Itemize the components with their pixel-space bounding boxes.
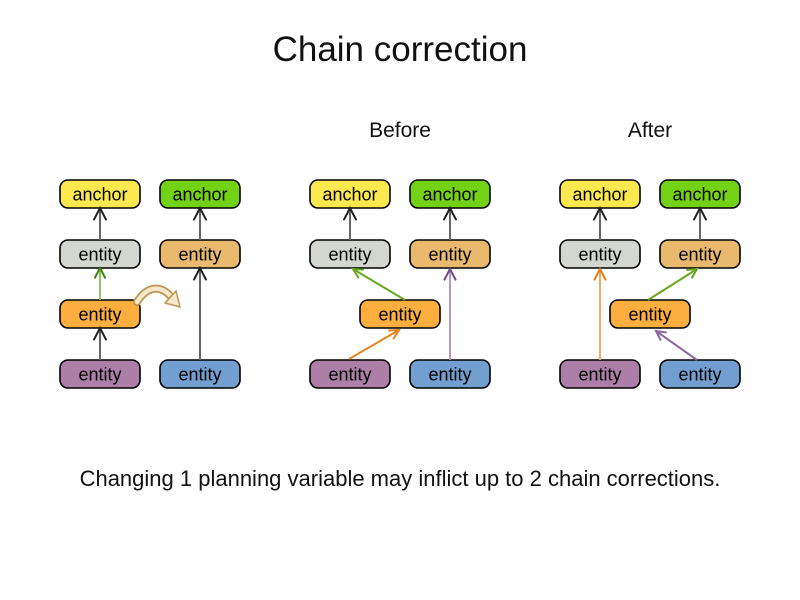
chain-arrow (192, 265, 208, 360)
chain-arrow (593, 266, 607, 360)
node-label: entity (428, 365, 471, 385)
node-label: anchor (72, 185, 127, 205)
chain-arrow (692, 205, 708, 240)
node-label: entity (628, 305, 671, 325)
caption-text: Changing 1 planning variable may inflict… (79, 466, 721, 491)
chain-arrow (342, 205, 358, 240)
node-label: anchor (322, 185, 377, 205)
node-label: anchor (172, 185, 227, 205)
node-label: entity (78, 365, 121, 385)
node-label: entity (78, 245, 121, 265)
chain-arrow (443, 266, 457, 360)
node-label: entity (328, 245, 371, 265)
node-entity: entity (559, 239, 641, 269)
group-label-before: Before (369, 119, 431, 142)
node-anchor: anchor (659, 179, 741, 209)
chain-arrow (592, 205, 608, 240)
chain-arrow (442, 205, 458, 240)
node-entity: entity (59, 359, 141, 389)
chain-arrow (93, 265, 107, 300)
node-label: entity (578, 245, 621, 265)
node-entity: entity (359, 299, 441, 329)
chain-arrow (647, 267, 699, 301)
node-entity: entity (59, 239, 141, 269)
node-label: entity (578, 365, 621, 385)
node-label: anchor (672, 185, 727, 205)
node-label: entity (428, 245, 471, 265)
group-label-after: After (627, 119, 673, 142)
node-anchor: anchor (409, 179, 491, 209)
chain-arrow (351, 267, 406, 301)
node-entity: entity (659, 359, 741, 389)
node-anchor: anchor (59, 179, 141, 209)
node-label: entity (328, 365, 371, 385)
node-entity: entity (159, 239, 241, 269)
chain-arrow (92, 205, 108, 240)
node-anchor: anchor (559, 179, 641, 209)
move-arrow (133, 284, 181, 308)
node-label: anchor (422, 185, 477, 205)
node-anchor: anchor (159, 179, 241, 209)
chain-arrow (92, 325, 108, 360)
node-label: anchor (572, 185, 627, 205)
node-entity: entity (409, 359, 491, 389)
node-label: entity (678, 245, 721, 265)
node-entity: entity (559, 359, 641, 389)
node-entity: entity (309, 239, 391, 269)
node-label: entity (178, 245, 221, 265)
node-label: entity (378, 305, 421, 325)
node-entity: entity (159, 359, 241, 389)
node-entity: entity (659, 239, 741, 269)
node-entity: entity (59, 299, 141, 329)
chain-arrow (654, 329, 698, 361)
node-label: entity (178, 365, 221, 385)
node-entity: entity (609, 299, 691, 329)
node-label: entity (78, 305, 121, 325)
node-label: entity (678, 365, 721, 385)
node-entity: entity (409, 239, 491, 269)
chain-arrow (192, 205, 208, 240)
node-anchor: anchor (309, 179, 391, 209)
node-entity: entity (309, 359, 391, 389)
chain-arrow (348, 328, 401, 360)
page-title: Chain correction (272, 30, 528, 69)
